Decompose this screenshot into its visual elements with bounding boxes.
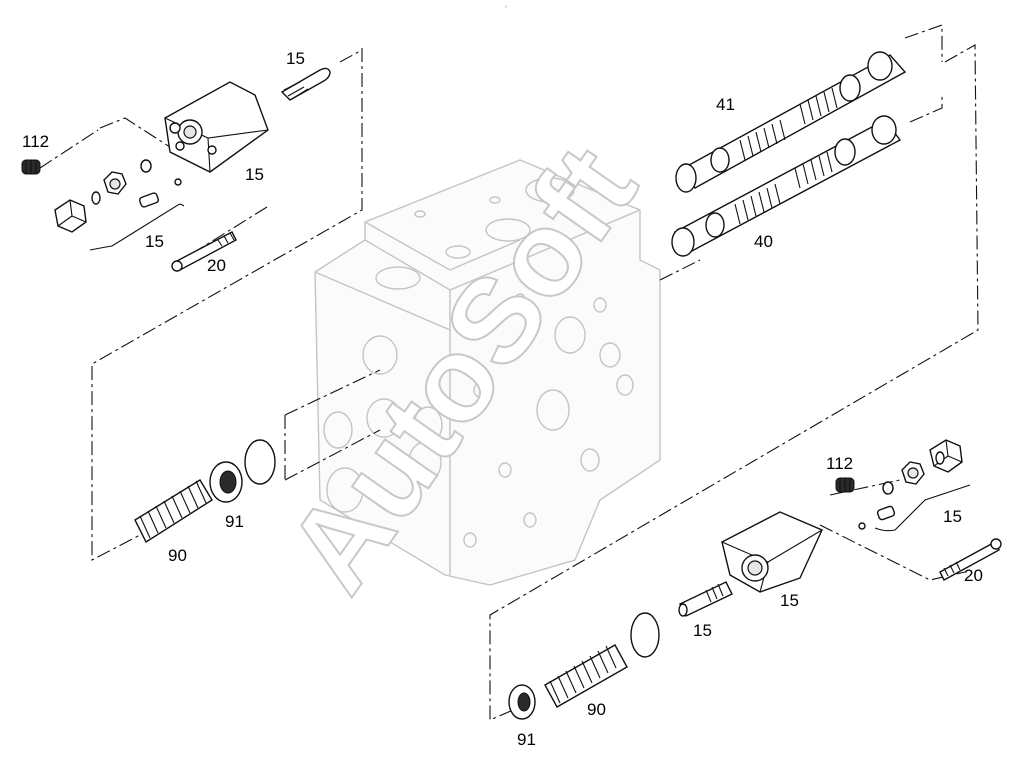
washer-upper <box>91 191 101 205</box>
nut-upper <box>103 171 127 195</box>
relief-housing-upper <box>164 81 269 173</box>
label-15-bracket-lower: 15 <box>943 507 962 526</box>
bolt-20-upper <box>171 231 237 272</box>
label-15-housing-upper: 15 <box>245 165 264 184</box>
label-15-bracket-upper: 15 <box>145 232 164 251</box>
spring-90-left <box>134 479 213 544</box>
label-91-lower: 91 <box>517 730 536 749</box>
label-112-lower: 112 <box>826 454 853 473</box>
upper-relief-assembly <box>21 67 331 272</box>
valve-block-ghost <box>314 159 661 586</box>
label-90-left: 90 <box>168 546 187 565</box>
label-20-upper: 20 <box>207 256 226 275</box>
callout-labels: 15 112 15 15 20 41 40 91 90 112 15 20 15… <box>22 49 983 749</box>
o-ring-upper <box>140 159 152 173</box>
spool-41 <box>675 51 907 193</box>
cap-upper <box>54 199 87 233</box>
label-91-left: 91 <box>225 512 244 531</box>
label-90-lower: 90 <box>587 700 606 719</box>
cap-lower <box>929 439 963 473</box>
lower-relief-assembly <box>678 439 1002 617</box>
spool-40 <box>671 115 902 257</box>
bolt-20-lower <box>939 538 1002 581</box>
pin-15-top <box>280 67 331 101</box>
o-ring-left <box>244 439 276 485</box>
relief-housing-lower <box>721 511 823 593</box>
top-mark: ° <box>505 6 508 12</box>
washer-lower <box>935 451 945 465</box>
screw-lower-small <box>876 505 896 521</box>
label-40: 40 <box>754 232 773 251</box>
plug-112-upper <box>21 159 41 175</box>
label-15-housing-lower: 15 <box>780 591 799 610</box>
washer-91-left <box>209 461 243 503</box>
small-washer-upper <box>174 178 182 186</box>
label-15-pin-lower: 15 <box>693 621 712 640</box>
small-washer-lower <box>858 522 866 530</box>
nut-lower <box>901 461 925 485</box>
label-15-top: 15 <box>286 49 305 68</box>
pin-15-lower <box>678 581 733 617</box>
spring-90-lower <box>544 644 628 708</box>
washer-91-lower <box>508 684 536 720</box>
label-112-upper: 112 <box>22 132 49 151</box>
label-41: 41 <box>716 95 735 114</box>
screw-upper-small <box>138 192 160 208</box>
o-ring-lower <box>882 481 894 495</box>
o-ring-lower-spring <box>630 612 660 658</box>
plug-112-lower <box>835 477 855 493</box>
label-20-lower: 20 <box>964 566 983 585</box>
